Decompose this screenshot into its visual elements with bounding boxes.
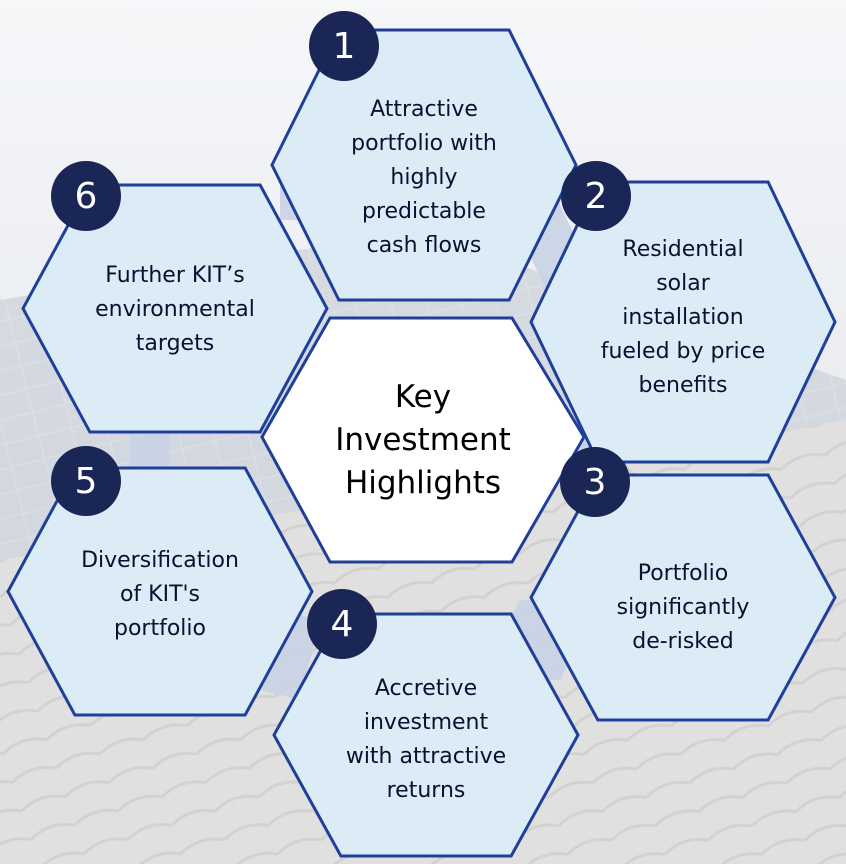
highlight-text-3: Portfolio significantly de-risked [616,561,750,654]
highlight-text-1: Attractive portfolio with highly predict… [351,97,497,258]
number-badge-5: 5 [51,446,121,516]
number-badge-6: 6 [51,161,121,231]
number-badge-4: 4 [307,589,377,659]
highlight-text-4: Accretive investment with attractive ret… [345,676,507,803]
number-badge-3: 3 [560,447,630,517]
center-hexagon [260,316,586,564]
center-title: Key Investment Highlights [335,378,511,501]
highlight-text-6: Further KIT’s environmental targets [95,263,255,356]
number-badge-2: 2 [561,161,631,231]
highlight-text-5: Diversification of KIT's portfolio [81,548,239,641]
highlight-text-2: Residential solar installation fueled by… [600,237,766,398]
number-badge-1: 1 [309,11,379,81]
